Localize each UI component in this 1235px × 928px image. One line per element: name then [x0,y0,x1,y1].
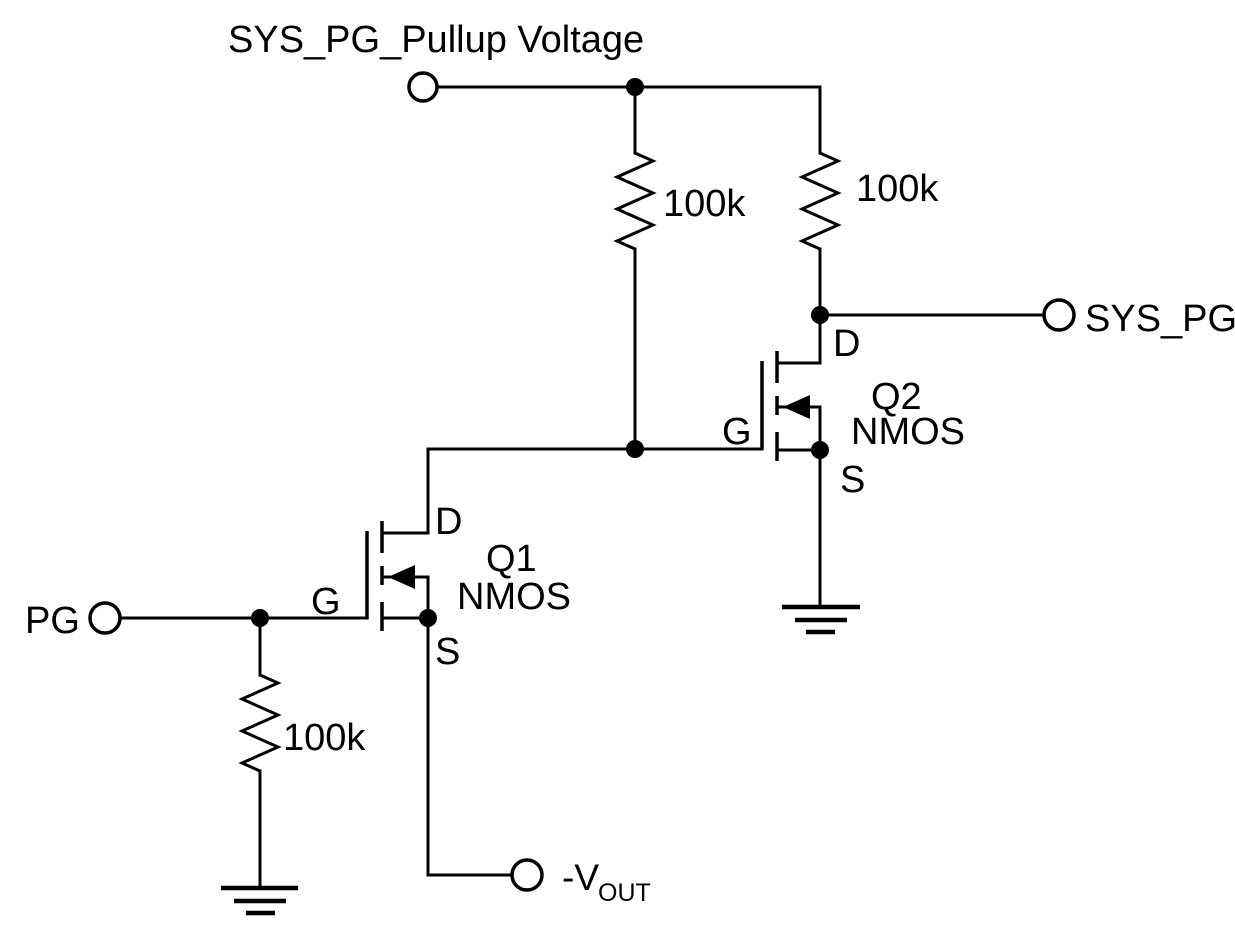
net-sys-pg: SYS_PG [811,298,1235,340]
pullup-rail-wire [436,85,822,155]
q2-pin-drain-label: D [833,323,860,365]
vout-label-subscript: OUT [598,879,651,907]
resistor-r2: 100k [798,151,939,365]
ground-symbol-q2 [782,604,860,635]
net-pullup-rail: SYS_PG_Pullup Voltage [228,19,822,155]
q2-pin-source-label: S [840,459,865,501]
q2-source-wire [776,448,822,609]
pullup-terminal-circle [407,71,439,103]
resistor-r1: 100k [613,85,746,451]
sys-pg-label: SYS_PG [1085,298,1235,340]
junction-dot-mid-rail [626,440,644,458]
r2-value-label: 100k [856,168,939,210]
vout-terminal-circle [510,858,544,892]
q1-pin-gate-label: G [311,581,341,623]
mid-rail-wire [381,447,764,535]
r3-zigzag [238,673,282,773]
q1-pin-source-label: S [435,631,460,673]
q2-refdes-label: Q2 [871,376,922,418]
junction-dot-q2-source [811,441,829,459]
sys-pg-terminal-circle [1042,298,1076,332]
transistor-q1: D G S Q1 NMOS [311,501,571,673]
pullup-voltage-label: SYS_PG_Pullup Voltage [228,19,644,61]
resistor-r3: 100k [238,616,366,890]
junction-dot-sys-pg [811,306,829,324]
r1-zigzag [613,151,657,251]
pg-label: PG [25,600,80,642]
r3-value-label: 100k [283,717,366,759]
ground-symbol-r3 [221,885,298,916]
q1-refdes-label: Q1 [486,538,537,580]
q2-body-arrow-icon [783,395,810,419]
q1-body-arrow-icon [388,565,415,589]
q1-type-label: NMOS [457,576,571,618]
net-q1-drain-q2-gate [381,440,764,535]
net-pg: PG [25,600,369,642]
q1-pin-drain-label: D [435,501,462,543]
q2-pin-gate-label: G [722,411,752,453]
r1-value-label: 100k [663,183,746,225]
vout-wire [426,616,514,877]
q2-type-label: NMOS [851,411,965,453]
pg-terminal-circle [88,601,122,635]
vout-label-main: -V [562,857,599,898]
net-vout: -V OUT [426,616,651,907]
r2-zigzag [798,151,842,251]
transistor-q2: D G S Q2 NMOS [722,323,965,609]
